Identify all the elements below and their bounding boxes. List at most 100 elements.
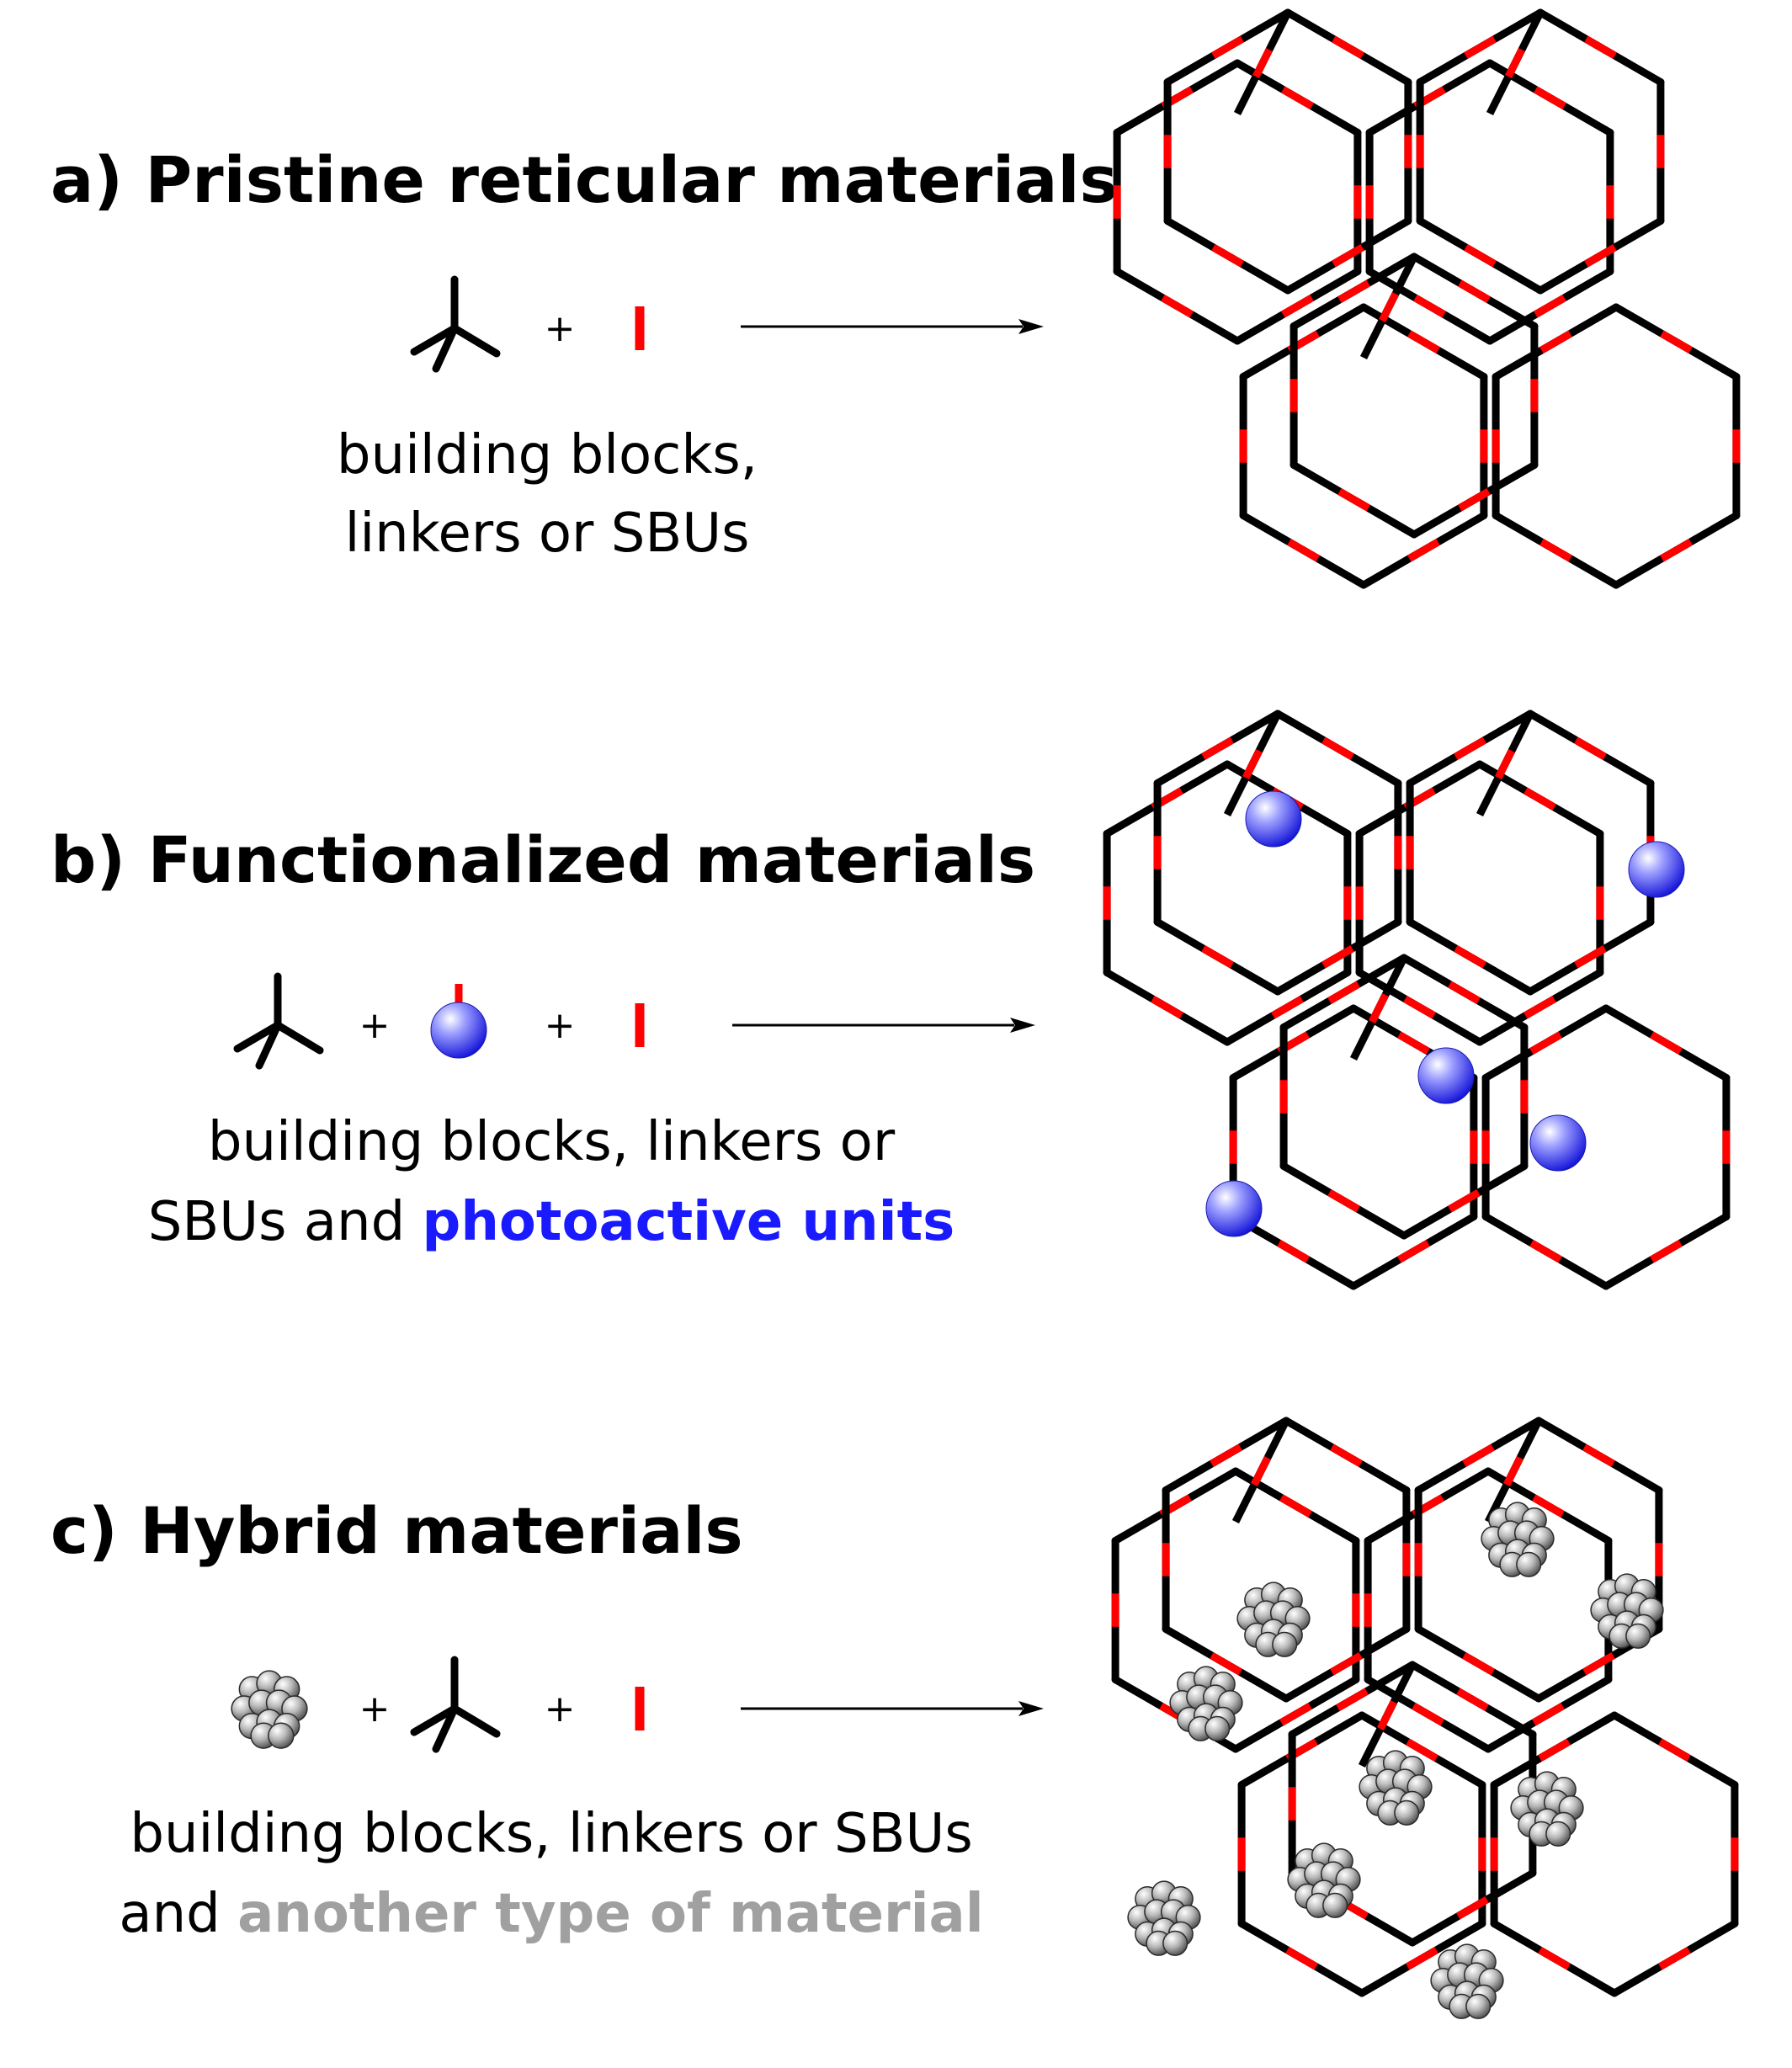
framework-linker bbox=[1660, 330, 1693, 354]
framework-linker bbox=[1464, 35, 1497, 60]
cluster-ball bbox=[1204, 1715, 1231, 1741]
caption-text: building blocks, linkers or bbox=[208, 1111, 896, 1173]
framework-linker bbox=[1534, 294, 1566, 318]
framework-linker bbox=[1336, 1688, 1369, 1712]
caption-line: building blocks, linkers or bbox=[208, 1111, 896, 1173]
framework-linker bbox=[1448, 981, 1481, 1005]
framework-linker bbox=[1523, 995, 1556, 1019]
panel-c: c) Hybrid materials + + building blocks, li… bbox=[51, 1417, 1739, 2019]
framework-linker bbox=[1337, 487, 1370, 512]
framework-linker bbox=[1242, 748, 1263, 780]
caption-emphasis: another type of material bbox=[237, 1883, 984, 1945]
framework-linker bbox=[1538, 1946, 1571, 1970]
framework-linker bbox=[1277, 1239, 1310, 1263]
caption-line: SBUs and photoactive units bbox=[148, 1191, 955, 1253]
plus-sign: + bbox=[545, 1688, 576, 1730]
photoactive-sphere bbox=[1245, 790, 1302, 848]
framework-linker bbox=[1337, 279, 1370, 304]
framework-linker bbox=[1211, 35, 1244, 60]
framework-linker bbox=[1529, 1031, 1562, 1055]
framework-linker bbox=[1650, 1031, 1683, 1055]
framework-linker bbox=[1529, 1239, 1562, 1263]
framework-linker bbox=[1539, 330, 1572, 354]
caption-text: SBUs and bbox=[148, 1191, 423, 1253]
framework-linker bbox=[1281, 294, 1314, 318]
framework-linker bbox=[1281, 86, 1314, 110]
plus-sign: + bbox=[359, 1688, 391, 1730]
framework-linker bbox=[1201, 944, 1234, 969]
framework-linker bbox=[1456, 1895, 1489, 1920]
framework-linker bbox=[1271, 995, 1304, 1019]
framework-linker bbox=[1250, 1455, 1272, 1487]
cluster-ball bbox=[1465, 1993, 1492, 2019]
framework-linker bbox=[1413, 294, 1446, 318]
caption-line: linkers or SBUs bbox=[345, 502, 750, 565]
framework-linker bbox=[1161, 294, 1194, 318]
framework-linker bbox=[1211, 243, 1244, 268]
framework-linker bbox=[1532, 1494, 1565, 1518]
cluster-ball bbox=[1516, 1551, 1542, 1577]
cluster-ball bbox=[1272, 1631, 1298, 1657]
photoactive-sphere bbox=[1205, 1180, 1263, 1237]
framework-linker bbox=[1287, 538, 1320, 562]
caption-text: linkers or SBUs bbox=[345, 502, 750, 565]
plus-sign: + bbox=[359, 1004, 391, 1047]
panel-title: b) Functionalized materials bbox=[51, 822, 1035, 897]
framework-linker bbox=[1321, 944, 1354, 969]
photoactive-sphere bbox=[1529, 1114, 1587, 1172]
plus-sign: + bbox=[545, 307, 576, 350]
framework-linker bbox=[1321, 736, 1354, 761]
framework-linker bbox=[1279, 1494, 1312, 1518]
caption-emphasis: photoactive units bbox=[423, 1191, 955, 1253]
framework-linker bbox=[1502, 1455, 1524, 1487]
framework-linker bbox=[1403, 995, 1436, 1019]
cluster-ball bbox=[268, 1722, 295, 1749]
framework-linker bbox=[1660, 538, 1693, 562]
framework-linker bbox=[1330, 1651, 1363, 1676]
caption-text: and bbox=[119, 1883, 237, 1945]
caption-line: building blocks, bbox=[337, 424, 758, 486]
reaction-arrow-head bbox=[1018, 1701, 1044, 1716]
framework-network bbox=[1113, 8, 1741, 589]
photoactive-sphere bbox=[1628, 841, 1685, 898]
framework-linker bbox=[1397, 1031, 1430, 1055]
panel-b: b) Functionalized materials++building bl… bbox=[51, 710, 1731, 1290]
framework-linker bbox=[1539, 538, 1572, 562]
framework-linker bbox=[1532, 1702, 1565, 1726]
caption-text: building blocks, linkers or SBUs bbox=[130, 1803, 972, 1865]
caption-line: building blocks, linkers or SBUs bbox=[130, 1803, 972, 1865]
framework-linker bbox=[1574, 736, 1607, 761]
framework-linker bbox=[1504, 47, 1526, 79]
framework-linker bbox=[1285, 1946, 1318, 1970]
panel-title: c) Hybrid materials bbox=[51, 1493, 743, 1568]
framework-linker bbox=[1151, 995, 1183, 1019]
panel-title: a) Pristine reticular materials bbox=[51, 142, 1118, 217]
framework-linker bbox=[1210, 1651, 1242, 1676]
tripod-arm bbox=[450, 324, 501, 358]
framework-linker bbox=[1330, 1443, 1363, 1468]
tripod-arm bbox=[233, 1021, 282, 1053]
cluster-ball bbox=[1322, 1892, 1348, 1918]
framework-linker bbox=[1368, 992, 1390, 1024]
framework-linker bbox=[1584, 35, 1617, 60]
framework-linker bbox=[1397, 1239, 1430, 1263]
framework-linker bbox=[1462, 1443, 1495, 1468]
tripod-arm bbox=[255, 1021, 282, 1070]
caption-text: building blocks, bbox=[337, 424, 758, 486]
framework-linker bbox=[1462, 1651, 1495, 1676]
framework-linker bbox=[1454, 944, 1486, 969]
framework-linker bbox=[1210, 1443, 1242, 1468]
framework-linker bbox=[1327, 1188, 1360, 1213]
tripod-arm bbox=[410, 1704, 459, 1736]
tripod-arm bbox=[432, 324, 459, 373]
tripod-arm bbox=[274, 1021, 324, 1055]
framework-linker bbox=[1332, 243, 1364, 268]
framework-linker bbox=[1407, 538, 1440, 562]
framework-linker bbox=[1332, 35, 1364, 60]
framework-linker bbox=[1456, 1688, 1489, 1712]
framework-linker bbox=[1584, 243, 1617, 268]
framework-network bbox=[1111, 1417, 1739, 2019]
framework-linker bbox=[1464, 243, 1497, 268]
framework-linker bbox=[1412, 1702, 1444, 1726]
framework-linker bbox=[1454, 736, 1486, 761]
